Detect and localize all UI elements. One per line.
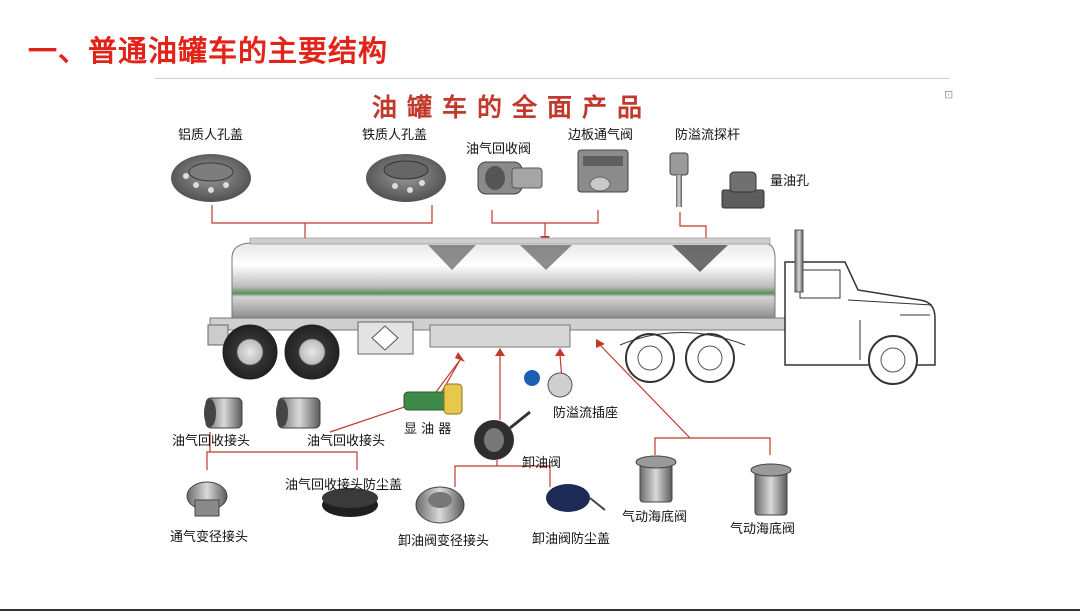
oil-indicator-label: 显 油 器 [404,422,452,437]
vapor-coupler-dust-cap-label: 油气回收接头防尘盖 [285,478,403,493]
unloading-valve-label: 卸油阀 [522,456,562,471]
tanker-truck [207,229,936,385]
title-divider [155,78,950,79]
vapor-recovery-coupler-1-image [204,397,243,429]
oil-indicator-image [403,383,463,415]
pneumatic-bottom-valve-1-image [635,455,677,503]
poster-title: 油罐车的全面产品 [372,93,653,122]
iron-manhole-cover-image [366,154,446,202]
overflow-probe-image [669,152,689,207]
overflow-socket-label: 防溢流插座 [553,406,619,421]
gauging-hole-label: 量油孔 [770,174,810,189]
pneumatic-bottom-valve-2-image [750,463,792,516]
gauging-hole-image [721,171,765,209]
vapor-recovery-coupler-2-image [276,397,321,429]
side-vent-valve-label: 边板通气阀 [568,128,634,143]
overflow-socket-image [524,370,573,398]
slide-title: 一、普通油罐车的主要结构 [28,34,389,68]
connector-lines [206,205,771,487]
vent-reducer-coupler-label: 通气变径接头 [170,530,249,545]
iron-manhole-cover-label: 铁质人孔盖 [362,128,428,143]
corner-icon: ⊡ [944,88,954,101]
vapor-coupler-dust-cap-image [322,488,378,517]
vent-reducer-coupler-image [186,481,228,517]
unloading-valve-dust-cap-label: 卸油阀防尘盖 [532,532,611,547]
pneumatic-bottom-valve-2-label: 气动海底阀 [730,522,796,537]
unloading-valve-reducer-label: 卸油阀变径接头 [398,534,490,549]
vapor-recovery-coupler-1-label: 油气回收接头 [172,434,251,449]
vapor-recovery-valve-image [477,161,543,195]
unloading-valve-image [474,410,531,460]
vapor-recovery-coupler-2-label: 油气回收接头 [307,434,386,449]
overflow-probe-label: 防溢流探杆 [675,128,741,143]
pneumatic-bottom-valve-1-label: 气动海底阀 [622,510,688,525]
unloading-valve-dust-cap-image [546,484,606,512]
unloading-valve-reducer-image [415,486,465,524]
side-vent-valve-image [577,149,629,193]
aluminum-manhole-cover-label: 铝质人孔盖 [178,128,244,143]
vapor-recovery-valve-label: 油气回收阀 [466,142,532,157]
bottom-divider [0,609,1080,611]
aluminum-manhole-cover-image [171,154,251,202]
